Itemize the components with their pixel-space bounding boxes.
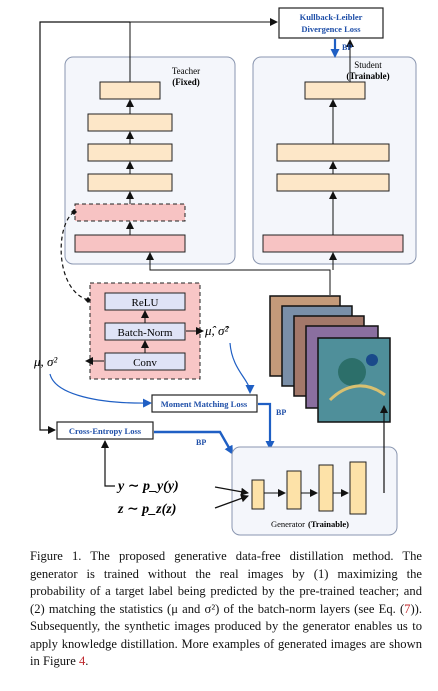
moment-loss-box: Moment Matching Loss — [151, 394, 258, 413]
teacher-input-layer — [74, 234, 186, 253]
caption-text-1: Figure 1. The proposed generative data-f… — [30, 549, 422, 616]
bp-label-moment: BP — [276, 408, 286, 417]
caption-text-2: )). Subsequently, the synthetic images p… — [30, 601, 422, 669]
generated-images — [269, 295, 391, 423]
generator-panel: Generator (Trainable) — [231, 446, 398, 536]
generator-subtitle: (Trainable) — [308, 519, 349, 529]
distillation-diagram: Teacher (Fixed) Student (Trainable) Kull… — [33, 7, 417, 536]
generator-title: Generator — [271, 519, 305, 529]
teacher-layer-3 — [87, 143, 173, 162]
student-layer-1 — [304, 81, 366, 100]
moment-loss-label: Moment Matching Loss — [161, 399, 248, 409]
student-layer-2 — [276, 143, 390, 162]
generator-layer-3 — [318, 464, 334, 512]
bp-label-ce: BP — [196, 438, 206, 447]
generator-layer-2 — [286, 470, 302, 510]
student-input-layer — [262, 234, 404, 253]
student-subtitle: (Trainable) — [346, 71, 389, 81]
kl-loss-box: Kullback-Leibler Divergence Loss — [278, 7, 384, 39]
teacher-layer-2 — [87, 113, 173, 132]
teacher-panel: Teacher (Fixed) — [64, 56, 236, 265]
student-layer-3 — [276, 173, 390, 192]
student-panel: Student (Trainable) — [252, 56, 417, 265]
kl-loss-line2: Divergence Loss — [301, 24, 361, 34]
true-stats: μ, σ² — [33, 354, 58, 369]
generator-layer-1 — [251, 479, 265, 510]
bn-detail-zone: ReLU Batch-Norm Conv — [89, 282, 201, 380]
batchnorm-label: Batch-Norm — [118, 327, 173, 339]
teacher-layer-4 — [87, 173, 173, 192]
teacher-title: Teacher — [172, 66, 200, 76]
caption-fig-ref[interactable]: 4 — [78, 654, 86, 668]
cross-entropy-box: Cross-Entropy Loss — [56, 421, 154, 440]
estimated-stats: μ̂, σ̂² — [204, 323, 229, 338]
student-title: Student — [354, 60, 382, 70]
teacher-bn-layer — [74, 203, 186, 222]
conv-label: Conv — [133, 357, 157, 369]
figure-caption: Figure 1. The proposed generative data-f… — [30, 548, 422, 671]
teacher-subtitle: (Fixed) — [172, 77, 200, 87]
caption-eq-ref[interactable]: 7 — [404, 601, 411, 616]
teacher-layer-1 — [99, 81, 161, 100]
generator-layer-4 — [349, 461, 367, 515]
bp-label-kl: BP — [342, 43, 352, 52]
y-input: y ∼ p_y(y) — [116, 479, 179, 494]
caption-text-3: . — [85, 654, 89, 668]
z-input: z ∼ p_z(z) — [117, 502, 176, 517]
cross-entropy-label: Cross-Entropy Loss — [69, 426, 142, 436]
relu-label: ReLU — [132, 297, 159, 309]
kl-loss-line1: Kullback-Leibler — [300, 12, 363, 22]
